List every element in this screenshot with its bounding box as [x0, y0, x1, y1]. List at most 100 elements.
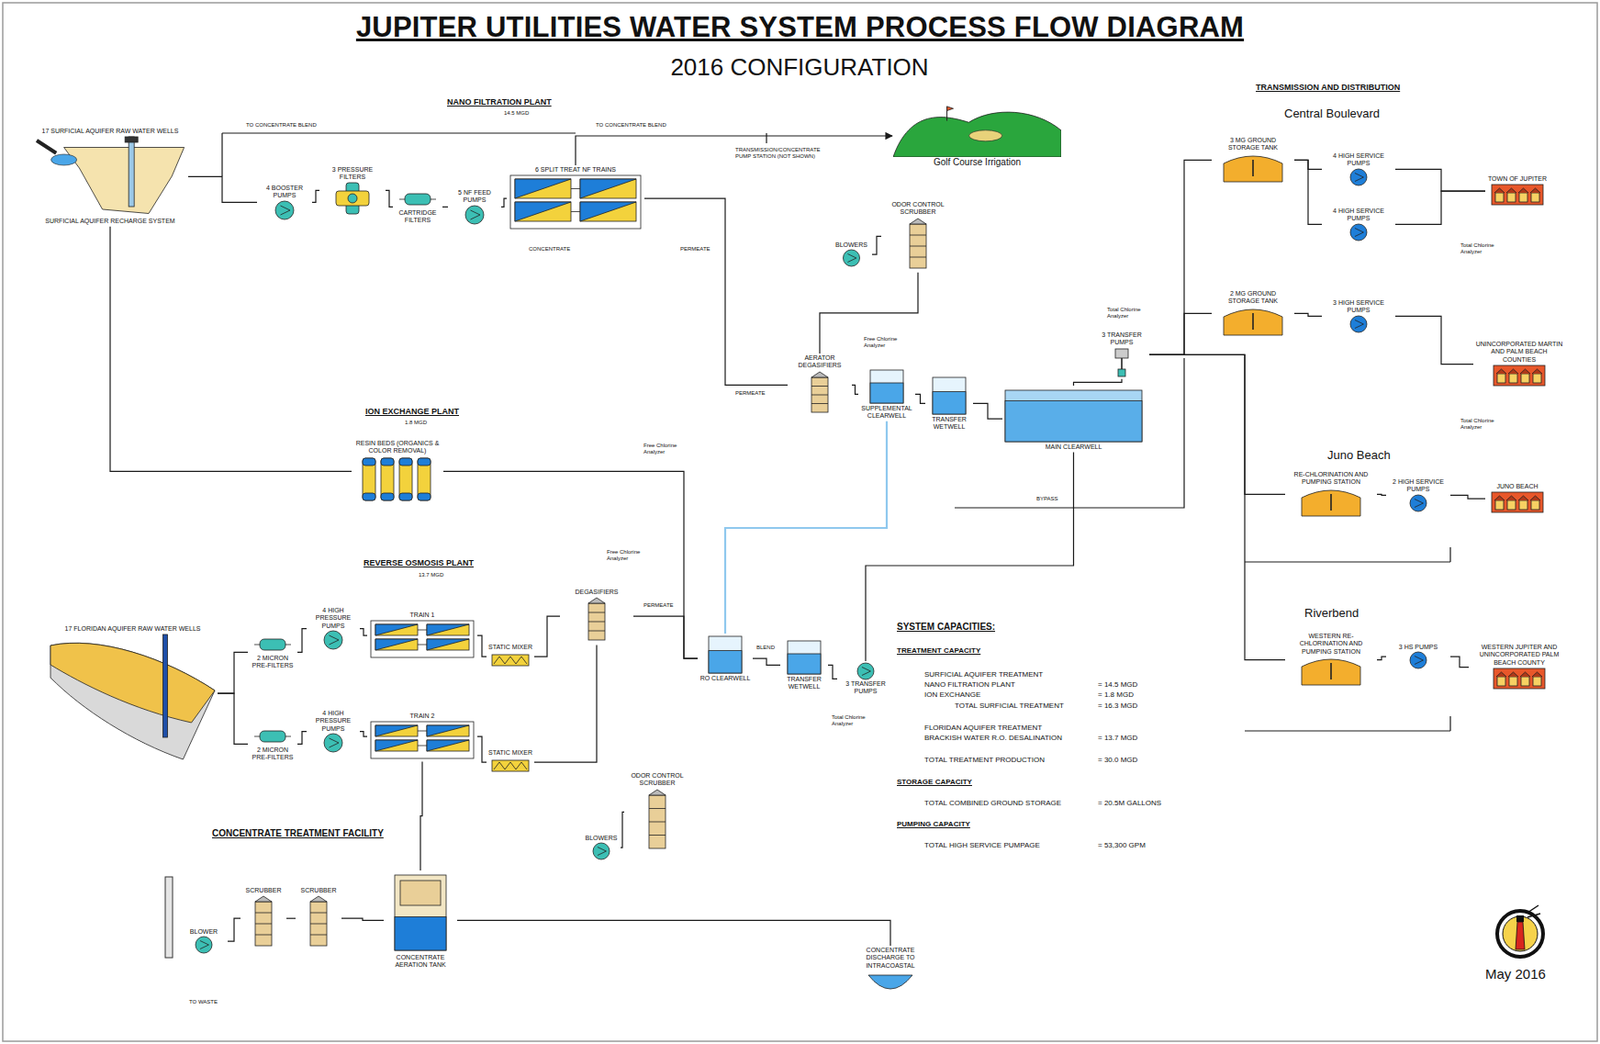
equipment-label: JUNO BEACH: [1495, 482, 1539, 491]
equipment-icon: [838, 661, 894, 681]
equipment-label: CARTRIDGE FILTERS: [393, 209, 442, 225]
equipment-shape: [417, 745, 427, 747]
equipment-shape: [570, 188, 581, 190]
equipment-node: 2 MICRON PRE-FILTERS: [247, 725, 298, 763]
equipment-shape: [1507, 192, 1516, 202]
equipment-shape: [588, 603, 605, 640]
equipment-label: 3 PRESSURE FILTERS: [320, 166, 385, 182]
equipment-shape: [1350, 315, 1367, 333]
equipment-shape: [380, 492, 394, 501]
pipe-connector: [851, 384, 859, 394]
equipment-icon: [368, 719, 477, 761]
equipment-label: 2 HIGH SERVICE PUMPS: [1387, 478, 1450, 494]
equipment-shape: [811, 402, 828, 404]
pipe-connector: [865, 451, 1075, 661]
equipment-shape: [648, 789, 666, 795]
equipment-shape: [1506, 188, 1517, 193]
equipment-shape: [255, 895, 272, 902]
equipment-node: 6 SPLIT TREAT NF TRAINS: [506, 165, 645, 232]
equipment-shape: [493, 761, 527, 770]
pipe-connector: [1149, 313, 1212, 355]
pipe-connector: [534, 644, 597, 762]
equipment-node: BLOWERS: [830, 240, 873, 269]
pipe-connector: [359, 731, 368, 738]
equipment-shape: [417, 458, 431, 466]
equipment-shape: [1005, 401, 1142, 443]
annotation-text: Total Chlorine Analyzer: [830, 714, 884, 728]
equipment-label: BLOWERS: [834, 241, 869, 249]
equipment-shape: [50, 643, 215, 761]
equipment-shape: [310, 901, 327, 946]
equipment-label: AERATOR DEGASIFIERS: [788, 354, 851, 370]
logo-disc: [1502, 916, 1538, 952]
annotation-text: 1.8 MGD: [403, 419, 428, 426]
equipment-node: UNINCORPORATED MARTIN AND PALM BEACH COU…: [1473, 339, 1566, 389]
equipment-node: TRANSFER WETWELL: [925, 374, 974, 433]
equipment-icon: [257, 200, 312, 221]
equipment-node: BLOWERS: [581, 833, 621, 862]
equipment-node: ODOR CONTROL SCRUBBER: [881, 200, 955, 273]
equipment-shape: [1532, 671, 1543, 677]
logo-beam: [1527, 905, 1541, 918]
equipment-icon: [698, 634, 752, 675]
equipment-shape: [1491, 492, 1544, 513]
equipment-label: Golf Course Irrigation: [932, 156, 1022, 168]
equipment-shape: [1494, 495, 1505, 501]
pipe-connector: [915, 393, 926, 403]
annotation-text: BYPASS: [1035, 495, 1060, 503]
equipment-label: 4 BOOSTER PUMPS: [257, 184, 312, 201]
equipment-node: 4 HIGH PRESSURE PUMPS: [306, 708, 360, 754]
utility-logo: [1497, 905, 1544, 957]
pipe-connector: [420, 760, 423, 871]
equipment-icon: [180, 935, 227, 954]
annotation-text: = 1.8 MGD: [1096, 690, 1135, 700]
equipment-shape: [932, 377, 966, 414]
equipment-node: AERATOR DEGASIFIERS: [787, 353, 852, 417]
annotation-text: = 13.7 MGD: [1096, 733, 1139, 743]
annotation-text: = 30.0 MGD: [1096, 755, 1139, 765]
pipe-connector: [457, 919, 891, 946]
pipe-connector: [443, 470, 698, 659]
equipment-shape: [570, 211, 581, 213]
pipe-connector: [827, 664, 838, 679]
equipment-node: RESIN BEDS (ORGANICS & COLOR REMOVAL): [351, 438, 444, 504]
equipment-node: CONCENTRATE AERATION TANK: [383, 870, 458, 971]
equipment-shape: [310, 895, 327, 902]
equipment-shape: [375, 624, 418, 636]
equipment-shape: [1530, 495, 1541, 501]
annotation-text: Free Chlorine Analyzer: [862, 335, 916, 349]
annotation-text: TREATMENT CAPACITY: [895, 646, 982, 656]
equipment-node: 17 SURFICIAL AQUIFER RAW WATER WELLSSURF…: [32, 126, 189, 227]
equipment-node: WESTERN JUPITER AND UNINCORPORATED PALM …: [1468, 642, 1570, 692]
annotation-text: TOTAL HIGH SERVICE PUMPAGE: [923, 840, 1041, 851]
annotation-text: Central Boulevard: [1283, 106, 1381, 122]
equipment-label: WESTERN JUPITER AND UNINCORPORATED PALM …: [1469, 643, 1569, 667]
equipment-icon: [859, 368, 915, 405]
equipment-shape: [64, 147, 185, 214]
equipment-shape: [335, 190, 370, 206]
pipe-connector: [477, 635, 487, 657]
equipment-shape: [465, 205, 484, 224]
annotation-text: TO CONCENTRATE BLEND: [245, 122, 318, 129]
equipment-node: STATIC MIXER: [486, 642, 535, 671]
annotation-text: Juno Beach: [1326, 447, 1392, 463]
equipment-label: SURFICIAL AQUIFER RECHARGE SYSTEM: [44, 217, 176, 225]
equipment-icon: [788, 369, 851, 416]
equipment-node: SUPPLEMENTAL CLEARWELL: [858, 367, 916, 422]
equipment-shape: [417, 644, 427, 646]
equipment-shape: [1223, 156, 1283, 182]
equipment-shape: [162, 634, 168, 738]
pipe-connector: [973, 402, 1003, 419]
equipment-shape: [324, 733, 343, 752]
pipe-connector: [1450, 656, 1469, 667]
equipment-shape: [909, 256, 927, 258]
equipment-shape: [375, 624, 418, 636]
equipment-label: 3 MG GROUND STORAGE TANK: [1212, 136, 1294, 153]
equipment-shape: [1531, 192, 1540, 202]
equipment-shape: [648, 807, 666, 809]
equipment-shape: [1507, 500, 1516, 510]
equipment-icon: [1322, 314, 1395, 334]
equipment-shape: [362, 458, 376, 466]
equipment-label: UNINCORPORATED MARTIN AND PALM BEACH COU…: [1474, 340, 1565, 364]
pipe-connector: [385, 190, 393, 207]
